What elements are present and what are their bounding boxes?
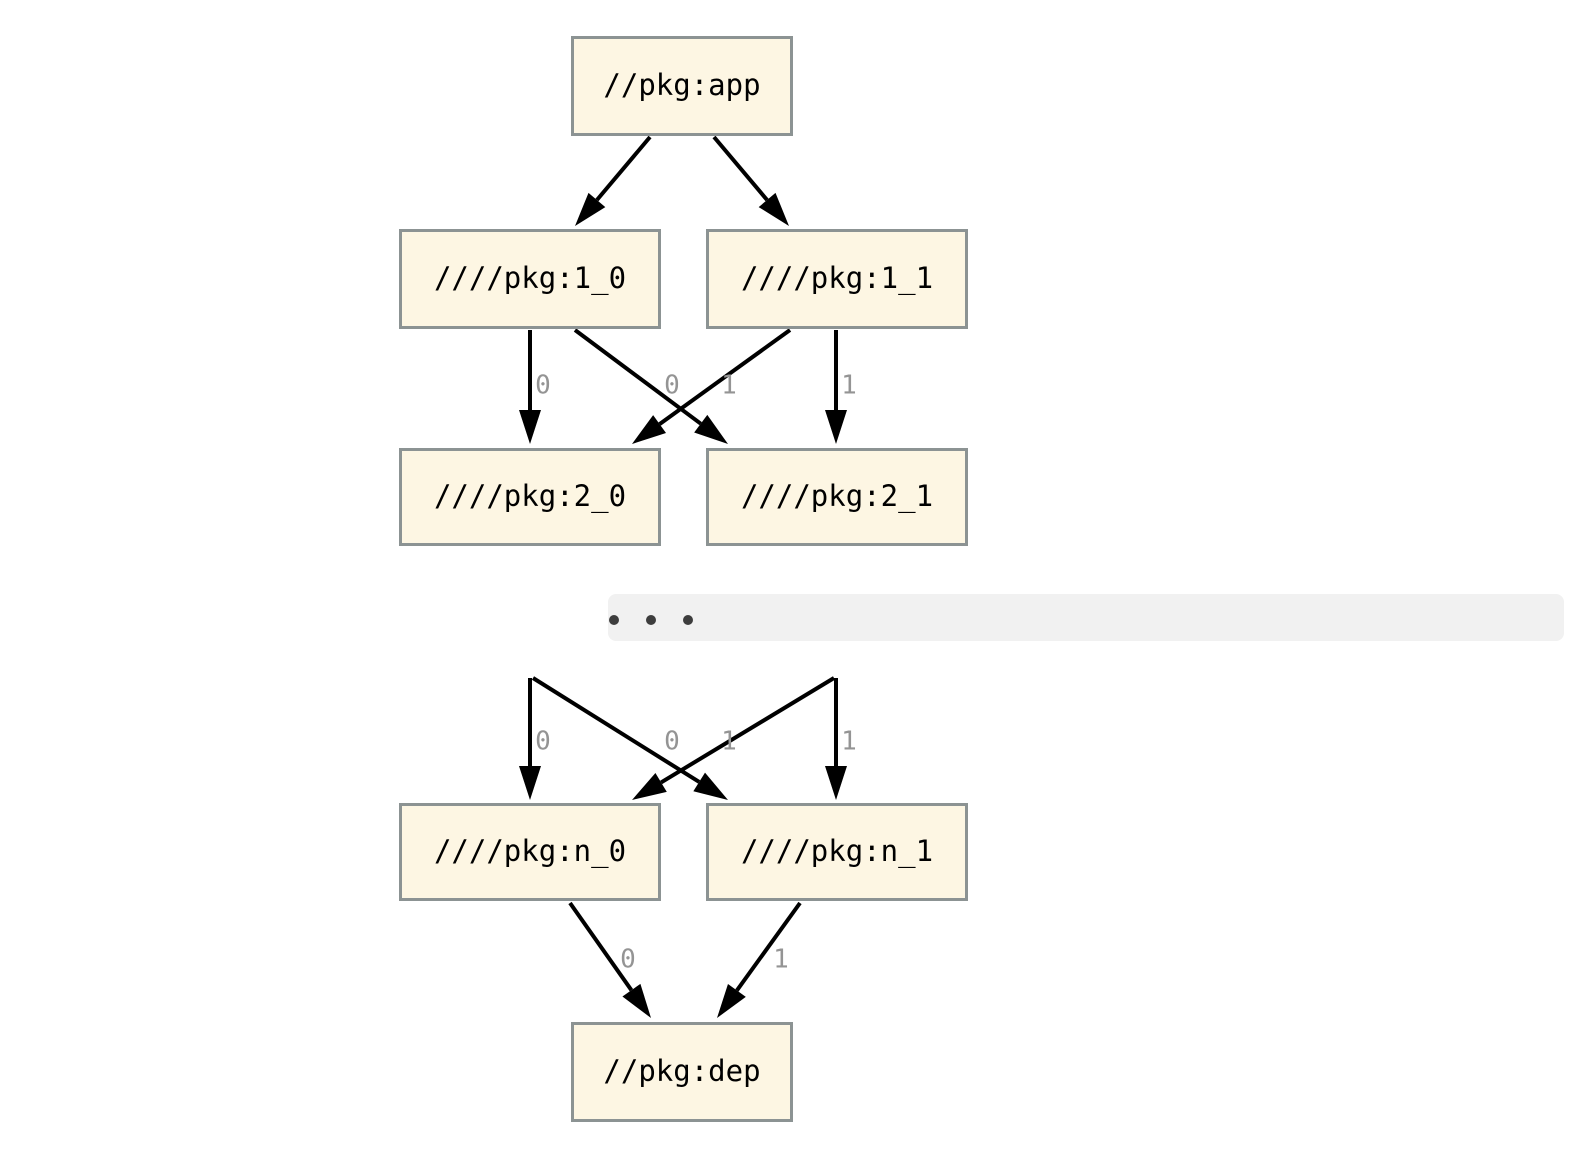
node-label: ////pkg:n_0 — [434, 834, 626, 869]
separator-band — [608, 594, 1564, 641]
edge-arrowhead-icon — [825, 766, 847, 800]
node-box[interactable] — [571, 1022, 793, 1122]
edge-line — [735, 901, 802, 992]
graph-edge — [712, 135, 789, 226]
graph-node-n1_0[interactable]: ////pkg:1_0 — [399, 229, 661, 329]
ellipsis-dot-icon — [683, 615, 693, 625]
edge-label: 1 — [721, 371, 737, 401]
graph-node-n2_0[interactable]: ////pkg:2_0 — [399, 448, 661, 546]
edge-arrowhead-icon — [694, 414, 728, 444]
node-box[interactable] — [706, 448, 968, 546]
edge-arrowhead-icon — [519, 410, 541, 444]
edges-layer: 0 0 1 1 0 0 1 1 0 1 — [519, 135, 857, 1018]
edge-label: 0 — [535, 371, 551, 401]
node-label: ////pkg:1_1 — [741, 261, 933, 296]
graph-node-dep[interactable]: //pkg:dep — [571, 1022, 793, 1122]
edge-arrowhead-icon — [575, 192, 606, 226]
edge-label: 1 — [721, 727, 737, 757]
edge-arrowhead-icon — [519, 766, 541, 800]
graph-node-nn_1[interactable]: ////pkg:n_1 — [706, 803, 968, 901]
graph-edge: 1 — [825, 330, 857, 444]
edge-arrowhead-icon — [693, 772, 728, 800]
edge-line — [658, 328, 792, 426]
node-label: ////pkg:n_1 — [741, 834, 933, 869]
graph-edge: 0 — [519, 678, 551, 800]
graph-edge: 0 — [531, 676, 728, 800]
node-label: //pkg:app — [603, 68, 760, 102]
node-box[interactable] — [399, 229, 661, 329]
graph-edge — [575, 135, 652, 226]
graph-node-nn_0[interactable]: ////pkg:n_0 — [399, 803, 661, 901]
graph-edge: 1 — [825, 678, 857, 800]
edge-arrowhead-icon — [717, 983, 746, 1018]
edge-line — [660, 676, 836, 785]
graph-edge: 1 — [632, 328, 792, 444]
edge-line — [568, 901, 634, 992]
graph-edge: 0 — [519, 330, 551, 444]
edge-line — [712, 135, 769, 202]
edge-label: 0 — [664, 727, 680, 757]
edge-arrowhead-icon — [632, 415, 667, 444]
graph-edge: 0 — [568, 901, 651, 1018]
node-box[interactable] — [706, 229, 968, 329]
graph-edge: 1 — [717, 901, 802, 1018]
edge-arrowhead-icon — [622, 983, 651, 1018]
separator-layer — [608, 594, 1564, 641]
edge-label: 1 — [841, 371, 857, 401]
node-box[interactable] — [399, 803, 661, 901]
edge-label: 0 — [664, 371, 680, 401]
edge-label: 0 — [535, 727, 551, 757]
edge-label: 0 — [620, 945, 636, 975]
edge-arrowhead-icon — [758, 192, 789, 226]
node-label: ////pkg:1_0 — [434, 261, 626, 296]
graph-node-n1_1[interactable]: ////pkg:1_1 — [706, 229, 968, 329]
ellipsis-separator — [608, 594, 1564, 641]
node-label: //pkg:dep — [603, 1054, 760, 1088]
node-box[interactable] — [399, 448, 661, 546]
edge-label: 1 — [841, 727, 857, 757]
edge-line — [595, 135, 652, 202]
edge-arrowhead-icon — [632, 773, 667, 800]
edge-line — [531, 676, 701, 784]
node-label: ////pkg:2_1 — [741, 479, 933, 514]
ellipsis-dot-icon — [609, 615, 619, 625]
node-label: ////pkg:2_0 — [434, 479, 626, 514]
node-box[interactable] — [571, 36, 793, 136]
ellipsis-dot-icon — [646, 615, 656, 625]
edge-arrowhead-icon — [825, 410, 847, 444]
graph-node-n2_1[interactable]: ////pkg:2_1 — [706, 448, 968, 546]
graph-node-app[interactable]: //pkg:app — [571, 36, 793, 136]
nodes-layer: //pkg:app ////pkg:1_0 ////pkg:1_1 ////pkg:2… — [399, 36, 968, 1122]
node-box[interactable] — [706, 803, 968, 901]
edge-label: 1 — [773, 945, 789, 975]
graph-edge: 1 — [632, 676, 836, 800]
